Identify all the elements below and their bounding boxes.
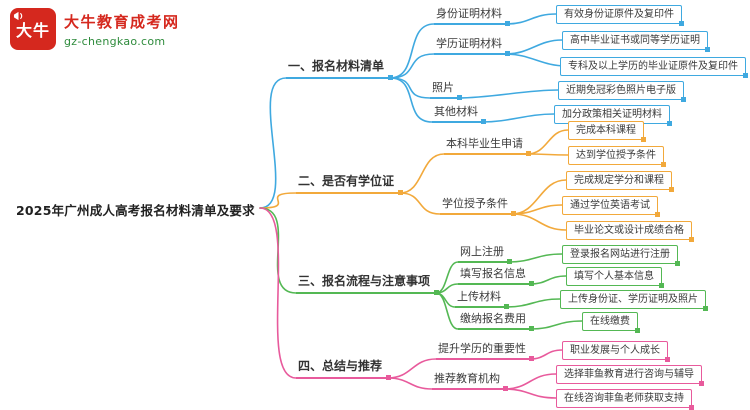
mindmap-branch: 一、报名材料清单 bbox=[286, 59, 394, 80]
mindmap-subtopic: 填写报名信息 bbox=[458, 267, 534, 286]
mindmap-subtopic: 照片 bbox=[430, 81, 462, 100]
mindmap-leaf: 完成本科课程 bbox=[568, 121, 646, 142]
mindmap-leaf: 近期免冠彩色照片电子版 bbox=[558, 81, 686, 102]
mindmap-leaf: 通过学位英语考试 bbox=[562, 196, 660, 217]
mindmap-subtopic: 本科毕业生申请 bbox=[444, 137, 531, 156]
mindmap-leaf: 在线咨询菲鱼老师获取支持 bbox=[556, 389, 694, 410]
mindmap-leaf: 选择菲鱼教育进行咨询与辅导 bbox=[556, 365, 704, 386]
mindmap-leaf: 毕业论文或设计成绩合格 bbox=[566, 221, 694, 242]
mindmap-subtopic: 学位授予条件 bbox=[440, 197, 516, 216]
mindmap-subtopic: 推荐教育机构 bbox=[432, 372, 508, 391]
logo-mark-text: 大牛 bbox=[15, 21, 50, 40]
mindmap-branch: 三、报名流程与注意事项 bbox=[296, 274, 440, 295]
mindmap-subtopic: 学历证明材料 bbox=[434, 37, 510, 56]
mindmap-leaf: 专科及以上学历的毕业证原件及复印件 bbox=[560, 57, 748, 78]
mindmap-subtopic: 身份证明材料 bbox=[434, 7, 510, 26]
mindmap-branch: 四、总结与推荐 bbox=[296, 359, 392, 380]
logo-text-block: 大牛教育成考网 gz-chengkao.com bbox=[64, 11, 180, 48]
mindmap-subtopic: 网上注册 bbox=[458, 245, 512, 264]
mindmap-leaf: 完成规定学分和课程 bbox=[566, 171, 674, 192]
mindmap-branch: 二、是否有学位证 bbox=[296, 174, 404, 195]
mindmap-leaf: 高中毕业证书或同等学历证明 bbox=[562, 31, 710, 52]
logo-mark: 大牛 bbox=[10, 8, 56, 50]
mindmap-leaf: 上传身份证、学历证明及照片 bbox=[560, 290, 708, 311]
mindmap-leaf: 填写个人基本信息 bbox=[566, 267, 664, 288]
site-name: 大牛教育成考网 bbox=[64, 12, 180, 31]
mindmap-leaf: 达到学位授予条件 bbox=[568, 146, 666, 167]
mindmap-subtopic: 提升学历的重要性 bbox=[436, 342, 534, 361]
mindmap-subtopic: 上传材料 bbox=[455, 290, 509, 309]
mindmap-root: 2025年广州成人高考报名材料清单及要求 bbox=[16, 203, 255, 218]
mindmap-leaf: 登录报名网站进行注册 bbox=[562, 245, 680, 266]
site-logo: 大牛 大牛教育成考网 gz-chengkao.com bbox=[10, 8, 180, 50]
mindmap-leaf: 在线缴费 bbox=[582, 312, 640, 333]
mindmap-leaf: 职业发展与个人成长 bbox=[562, 341, 670, 362]
site-domain: gz-chengkao.com bbox=[64, 34, 166, 48]
megaphone-icon bbox=[13, 11, 23, 21]
mindmap-subtopic: 其他材料 bbox=[432, 105, 486, 124]
mindmap-leaf: 有效身份证原件及复印件 bbox=[556, 5, 684, 26]
mindmap-subtopic: 缴纳报名费用 bbox=[458, 312, 534, 331]
